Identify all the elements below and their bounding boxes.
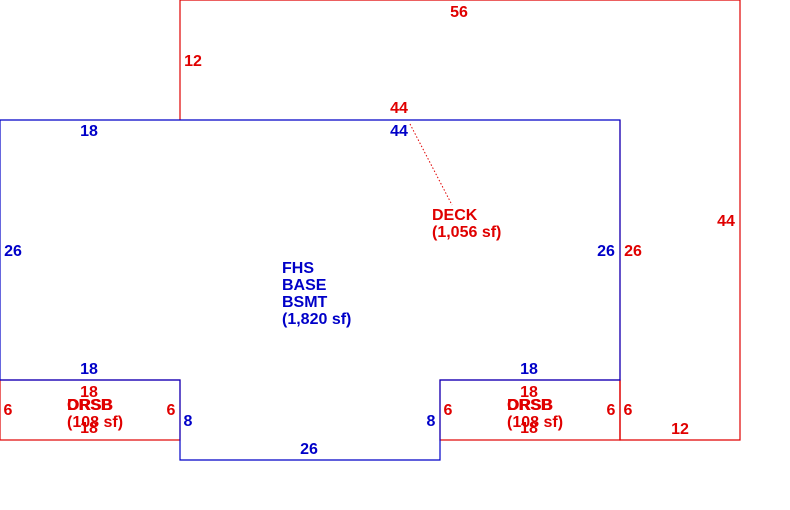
- deck-leader-line: [409, 123, 453, 206]
- orsb-right-dim-top: 18: [520, 384, 538, 401]
- orsb-left-area: (108 sf): [67, 414, 123, 431]
- house-dim-right: 26: [597, 243, 615, 260]
- orsb-left-label-overlap: DRSB: [67, 397, 112, 414]
- orsb-right-dim-bottom: 18: [520, 420, 538, 437]
- deck-area: (1,056 sf): [432, 224, 501, 241]
- deck-dim-bottom: 12: [671, 421, 689, 438]
- house-dim-top-left: 18: [80, 123, 98, 140]
- orsb-right-dim-right: 6: [607, 402, 616, 419]
- orsb-left-dim-left: 6: [4, 402, 13, 419]
- house-dim-notch-top-right: 18: [520, 361, 538, 378]
- house-dim-top-right: 44: [390, 123, 408, 140]
- orsb-right-label: ORSB: [507, 397, 553, 414]
- house-dim-bottom: 26: [300, 441, 318, 458]
- deck-dim-top: 56: [450, 4, 468, 21]
- house-dim-notch-top-left: 18: [80, 361, 98, 378]
- house-area: (1,820 sf): [282, 311, 351, 328]
- deck-dim-left-upper: 12: [184, 53, 202, 70]
- house-label-line-3: BSMT: [282, 294, 328, 311]
- orsb-left-dim-bottom: 18: [80, 420, 98, 437]
- deck-dim-ledger: 44: [390, 100, 408, 117]
- house-outline: [0, 119, 621, 461]
- house-label-line-1: FHS: [282, 260, 314, 277]
- deck-dim-right: 44: [717, 213, 735, 230]
- orsb-right-area: (108 sf): [507, 414, 563, 431]
- deck-dim-step: 6: [624, 402, 633, 419]
- orsb-left-dim-right: 6: [167, 402, 176, 419]
- deck-dim-right-inner: 26: [624, 243, 642, 260]
- deck-label: DECK: [432, 207, 478, 224]
- orsb-left-dim-top: 18: [80, 384, 98, 401]
- house-dim-notch-left: 8: [184, 413, 193, 430]
- house-label-line-2: BASE: [282, 277, 327, 294]
- house-dim-left: 26: [4, 243, 22, 260]
- orsb-left-label: ORSB: [67, 397, 113, 414]
- orsb-right-label-overlap: DRSB: [507, 397, 552, 414]
- house-dim-notch-right: 8: [427, 413, 436, 430]
- orsb-right-dim-left: 6: [444, 402, 453, 419]
